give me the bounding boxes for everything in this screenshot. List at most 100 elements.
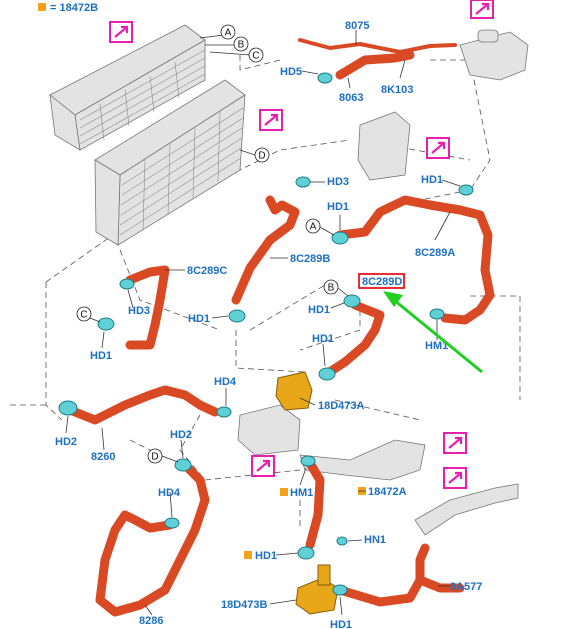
- label-8286: 8286: [139, 615, 163, 627]
- hose-8260: [65, 385, 220, 425]
- clamp-icon: [300, 455, 316, 467]
- label-hd3: HD3: [327, 176, 349, 188]
- circle-label-b-top: B: [233, 36, 249, 52]
- hose-8c289d: [320, 300, 385, 380]
- callouts: [109, 0, 494, 489]
- dashed-group-lines: [10, 45, 521, 530]
- label-8063: 8063: [339, 92, 363, 104]
- clamp-icon: [58, 400, 78, 416]
- part-labels: 8075 HD5 8063 8K103 HD3 HD1 HD1 8C289A 8…: [55, 20, 482, 629]
- label-hd1-c: HD1: [90, 350, 112, 362]
- label-hd4-top: HD4: [214, 376, 237, 388]
- circle-labels: A B C D A B C D: [76, 24, 339, 464]
- label-hd1-center-a: HD1: [327, 201, 349, 213]
- hose-8c289b: [231, 195, 300, 305]
- label-hd1-pump: HD1: [312, 333, 334, 345]
- label-hd2-left: HD2: [55, 436, 77, 448]
- arrow-callout-icon: [443, 467, 467, 489]
- leader-lines: [65, 30, 461, 616]
- clamp-icon: [458, 184, 474, 196]
- label-hd1-bottom: HD1: [255, 550, 277, 562]
- label-8c289a: 8C289A: [415, 247, 455, 259]
- svg-text:B: B: [328, 283, 335, 294]
- clamp-icon: [174, 458, 192, 472]
- clamp-icon: [297, 546, 315, 560]
- label-hd1-top-right: HD1: [421, 174, 443, 186]
- clamp-icon: [119, 278, 135, 290]
- arrow-callout-icon: [109, 21, 133, 43]
- clamp-icon: [295, 176, 311, 188]
- svg-text:A: A: [225, 28, 232, 39]
- svg-text:A: A: [310, 222, 317, 233]
- label-hd2-d: HD2: [170, 429, 192, 441]
- label-hd3-left: HD3: [128, 305, 150, 317]
- upper-radiator-grille: [79, 49, 206, 145]
- clamp-icon: [343, 294, 361, 308]
- lower-radiator: [94, 79, 246, 246]
- label-hd4-d: HD4: [158, 487, 181, 499]
- legend: = 18472B: [38, 2, 98, 14]
- label-8k103: 8K103: [381, 84, 413, 96]
- label-18d473b: 18D473B: [221, 599, 268, 611]
- svg-text:D: D: [151, 452, 158, 463]
- arrow-callout-icon: [443, 432, 467, 454]
- label-8075: 8075: [345, 20, 369, 32]
- label-hd1-last: HD1: [330, 619, 352, 629]
- clamp-icon: [332, 584, 348, 596]
- circle-label-a: A: [305, 218, 321, 234]
- label-8c289b: 8C289B: [290, 253, 330, 265]
- pump-18d473b: [295, 564, 339, 615]
- clamp-icon: [317, 72, 333, 84]
- label-hd1-left: HD1: [188, 313, 210, 325]
- legend-text: = 18472B: [50, 2, 98, 14]
- hose-8063: [335, 50, 415, 80]
- hose-8c289a: [335, 195, 495, 325]
- svg-text:B: B: [238, 40, 245, 51]
- hose-8286: [95, 460, 210, 617]
- clamp-icon: [429, 308, 445, 320]
- label-hd5: HD5: [280, 66, 302, 78]
- pointer-arrow-icon: [383, 291, 483, 374]
- arrow-callout-icon: [251, 455, 275, 477]
- arrow-callout-icon: [259, 109, 283, 131]
- upper-radiator: [49, 24, 206, 151]
- svg-text:C: C: [80, 310, 87, 321]
- circle-label-c-top: C: [248, 47, 264, 63]
- legend-marker-icon: [244, 551, 252, 559]
- clamp-icon: [216, 406, 232, 418]
- label-8a577: 8A577: [450, 581, 482, 593]
- label-18472a: 18472A: [368, 486, 407, 498]
- label-hd1-b: HD1: [308, 304, 330, 316]
- clamp-icon: [336, 536, 348, 546]
- hose-8a577: [335, 543, 465, 607]
- label-hn1: HN1: [364, 534, 386, 546]
- circle-label-d-top: D: [254, 147, 270, 163]
- clamp-icon: [164, 517, 180, 529]
- thermostat-housing: [237, 404, 301, 456]
- coolant-reservoir: [459, 29, 529, 81]
- hose-8c289c: [125, 265, 170, 350]
- svg-text:D: D: [258, 151, 265, 162]
- label-hm1-bottom: HM1: [290, 487, 313, 499]
- circle-label-a-top: A: [220, 24, 236, 40]
- clamp-icon: [97, 317, 115, 331]
- svg-text:C: C: [252, 51, 259, 62]
- exhaust-component: [299, 439, 519, 536]
- circle-label-b: B: [323, 279, 339, 295]
- legend-marker-icon: [280, 488, 288, 496]
- hose-8075: [298, 38, 457, 54]
- clamp-icon: [228, 309, 246, 323]
- label-8c289c: 8C289C: [187, 265, 227, 277]
- arrow-callout-icon: [426, 137, 450, 159]
- clamps: [58, 72, 474, 596]
- circle-label-c: C: [76, 306, 92, 322]
- clamp-icon: [318, 367, 336, 381]
- highlighted-part-8c289d: 8C289D: [358, 273, 405, 289]
- arrow-callout-icon: [470, 0, 494, 19]
- clamp-icon: [331, 231, 349, 245]
- label-8260: 8260: [91, 451, 115, 463]
- pump-18d473a: [275, 371, 313, 411]
- legend-marker-icon: [38, 3, 46, 11]
- charge-air-tank: [357, 111, 411, 181]
